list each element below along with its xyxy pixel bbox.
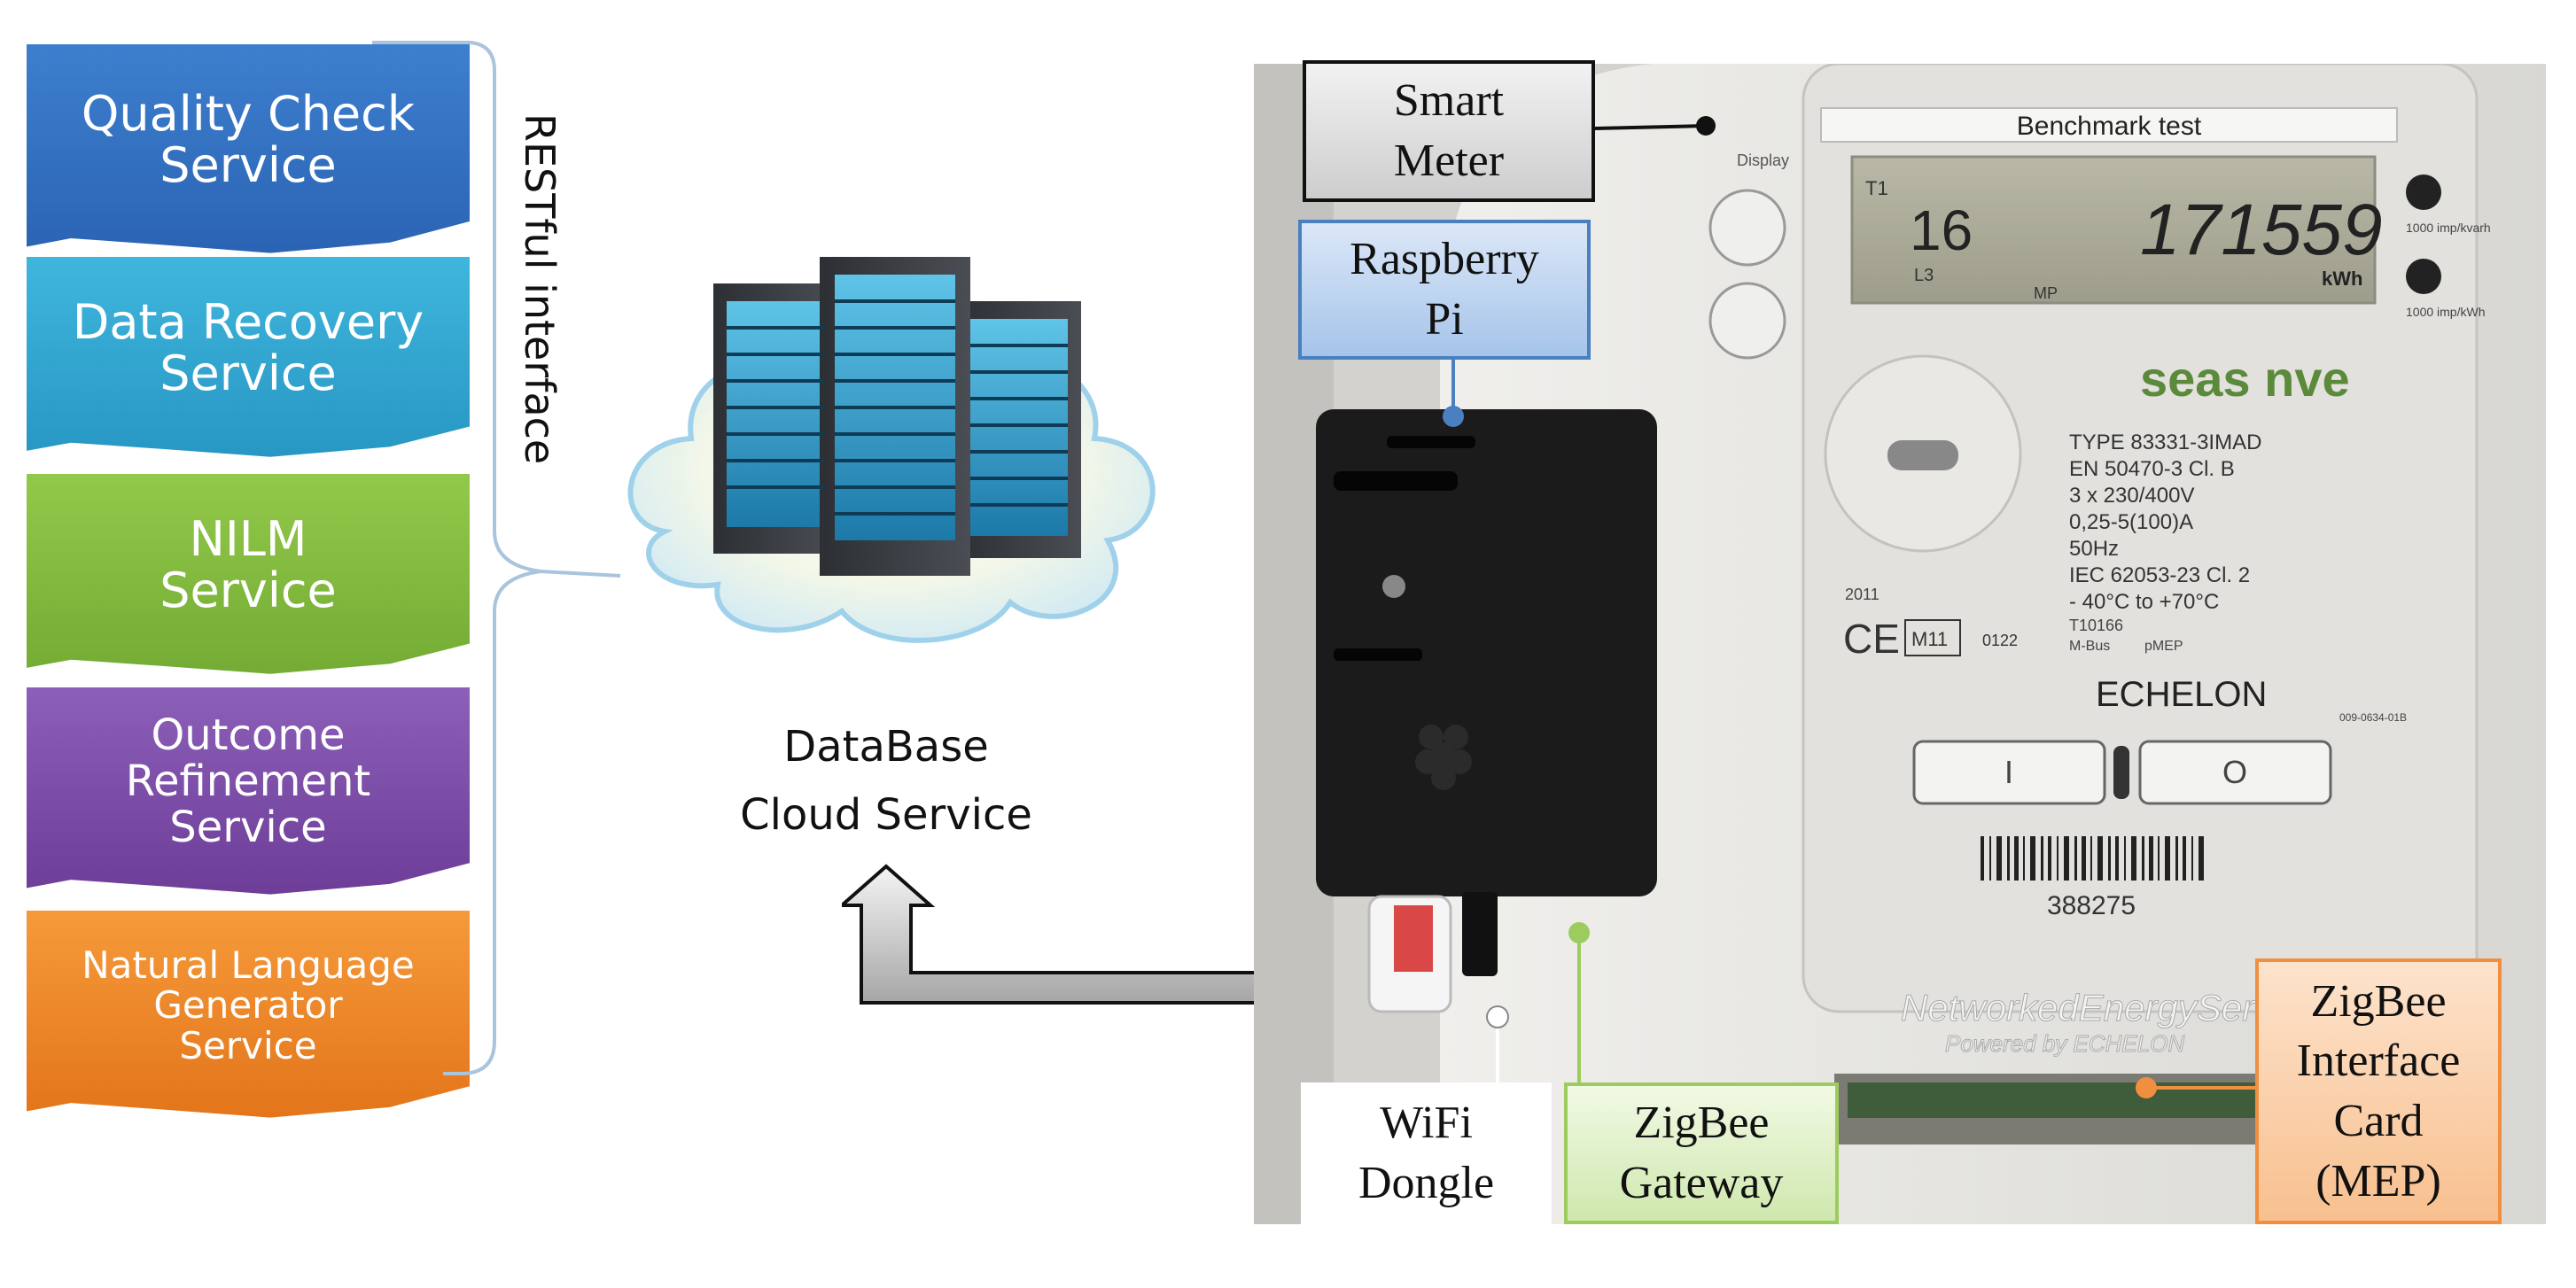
lcd-reading: 171559 bbox=[2140, 190, 2383, 270]
zigbee-gateway-stick-icon bbox=[1462, 892, 1498, 976]
nilm-service-banner: NILM Service bbox=[27, 474, 470, 674]
cloud-label-line2: Cloud Service bbox=[740, 789, 1032, 840]
spec-line-3: 3 x 230/400V bbox=[2069, 484, 2194, 508]
mbus-label: M-Bus bbox=[2069, 639, 2110, 654]
raspberry-pi-callout: Raspberry Pi bbox=[1298, 220, 1591, 360]
code-0122-label: 0122 bbox=[1982, 632, 2018, 649]
benchmark-label: Benchmark test bbox=[2017, 112, 2202, 141]
smart-meter-callout-label: Smart Meter bbox=[1393, 75, 1505, 186]
led-kvarh-icon bbox=[2406, 175, 2441, 210]
zigbee-interface-card-callout-label: ZigBee Interface Card (MEP) bbox=[2296, 975, 2461, 1207]
lcd-unit: kWh bbox=[2322, 268, 2362, 290]
cloud-servers-illustration bbox=[627, 257, 1156, 643]
zigbee-gateway-marker bbox=[1568, 922, 1590, 943]
data-recovery-service-banner: Data Recovery Service bbox=[27, 257, 470, 457]
echelon-logo: ECHELON bbox=[2096, 675, 2267, 714]
raspberry-pi-marker bbox=[1443, 406, 1464, 427]
lcd-t1: T1 bbox=[1865, 177, 1888, 199]
wifi-dongle-callout-label: WiFi Dongle bbox=[1358, 1098, 1495, 1208]
m11-label: M11 bbox=[1911, 628, 1948, 650]
zigbee-gateway-callout: ZigBee Gateway bbox=[1564, 1082, 1839, 1224]
zigbee-interface-card-callout: ZigBee Interface Card (MEP) bbox=[2255, 958, 2502, 1224]
smart-meter-callout: Smart Meter bbox=[1303, 60, 1595, 202]
meter-button-right bbox=[2138, 740, 2332, 805]
imp-kvarh-label: 1000 imp/kvarh bbox=[2406, 221, 2491, 235]
cloud-label-line1: DataBase bbox=[783, 722, 989, 772]
smart-meter-marker bbox=[1696, 116, 1716, 136]
brand-label: seas nve bbox=[2140, 351, 2350, 407]
quality-check-service-label: Quality Check Service bbox=[81, 85, 416, 193]
nilm-service-label: NILM Service bbox=[160, 510, 337, 618]
spec-line-7: - 40°C to +70°C bbox=[2069, 590, 2219, 614]
spec-line-1: TYPE 83331-3IMAD bbox=[2069, 431, 2261, 454]
raspberry-pi-logo-icon bbox=[1415, 725, 1472, 790]
zigbee-card-marker bbox=[2136, 1077, 2157, 1098]
meter-button-right-label: O bbox=[2222, 754, 2247, 790]
lcd-code: 16 bbox=[1910, 198, 1973, 262]
raspberry-pi-callout-label: Raspberry Pi bbox=[1350, 234, 1539, 345]
serial-small-label: 009-0634-01B bbox=[2339, 711, 2407, 724]
year-label: 2011 bbox=[1845, 586, 1879, 603]
spec-line-2: EN 50470-3 Cl. B bbox=[2069, 457, 2235, 481]
raspberry-pi-case-icon bbox=[1316, 409, 1657, 896]
meter-button-left bbox=[1912, 740, 2106, 805]
nlg-service-banner: Natural Language Generator Service bbox=[27, 911, 470, 1118]
display-label: Display bbox=[1737, 151, 1789, 169]
spec-line-6: IEC 62053-23 Cl. 2 bbox=[2069, 563, 2250, 587]
imp-kwh-label: 1000 imp/kWh bbox=[2406, 305, 2485, 319]
lcd-mp: MP bbox=[2034, 284, 2058, 302]
nes-logo-line2: Powered by ECHELON bbox=[1945, 1030, 2184, 1057]
seal-button-icon bbox=[1708, 282, 1786, 360]
outcome-refinement-service-banner: Outcome Refinement Service bbox=[27, 687, 470, 895]
barcode-number: 388275 bbox=[2047, 891, 2136, 920]
spec-line-5: 50Hz bbox=[2069, 537, 2119, 561]
display-button-icon bbox=[1708, 189, 1786, 267]
wifi-dongle-marker bbox=[1486, 1005, 1509, 1028]
restful-interface-label: RESTful interface bbox=[516, 113, 564, 465]
barcode-icon bbox=[1981, 836, 2204, 881]
wifi-dongle-callout: WiFi Dongle bbox=[1301, 1082, 1552, 1224]
quality-check-service-banner: Quality Check Service bbox=[27, 44, 470, 253]
t10166-label: T10166 bbox=[2069, 617, 2123, 634]
led-kwh-icon bbox=[2406, 259, 2441, 294]
database-cloud-service-label: DataBase Cloud Service bbox=[709, 713, 1063, 850]
pmep-label: pMEP bbox=[2144, 639, 2183, 654]
optical-port-slot bbox=[1887, 440, 1958, 470]
ce-mark: CE bbox=[1843, 616, 1900, 662]
lcd-l3: L3 bbox=[1914, 266, 1934, 285]
zigbee-gateway-callout-label: ZigBee Gateway bbox=[1619, 1098, 1784, 1208]
data-recovery-service-label: Data Recovery Service bbox=[72, 293, 424, 401]
meter-button-left-label: I bbox=[2004, 754, 2013, 790]
outcome-refinement-service-label: Outcome Refinement Service bbox=[125, 710, 371, 852]
spec-line-4: 0,25-5(100)A bbox=[2069, 510, 2193, 534]
nlg-service-label: Natural Language Generator Service bbox=[82, 943, 415, 1067]
